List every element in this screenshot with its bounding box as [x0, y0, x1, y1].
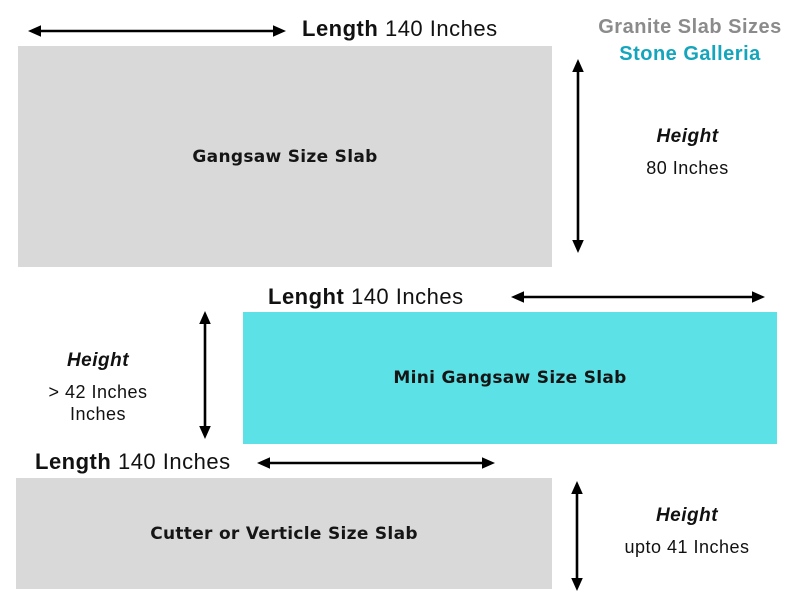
length-word: Lenght — [268, 284, 345, 309]
gangsaw-height-arrow-icon — [572, 59, 584, 253]
mini-gangsaw-slab: Mini Gangsaw Size Slab — [243, 312, 777, 444]
height-value: 80 Inches — [646, 158, 729, 178]
cutter-height-label: Height upto 41 Inches — [612, 505, 762, 558]
length-value: 140 Inches — [384, 16, 498, 41]
height-value: > 42 Inches — [48, 382, 148, 402]
cutter-length-arrow-icon — [257, 457, 495, 469]
length-word: Length — [35, 449, 112, 474]
cutter-slab-label: Cutter or Verticle Size Slab — [150, 523, 418, 544]
length-value: 140 Inches — [117, 449, 231, 474]
mini-gangsaw-slab-label: Mini Gangsaw Size Slab — [393, 368, 627, 388]
cutter-height-arrow-icon — [571, 481, 583, 591]
mini-gangsaw-length-arrow-icon — [511, 291, 765, 303]
brand-title: Granite Slab Sizes — [598, 16, 782, 38]
length-value: 140 Inches — [350, 284, 464, 309]
cutter-slab: Cutter or Verticle Size Slab — [16, 478, 552, 589]
height-word: Height — [655, 505, 719, 526]
gangsaw-slab-label: Gangsaw Size Slab — [192, 146, 378, 167]
gangsaw-length-arrow-icon — [28, 25, 286, 37]
gangsaw-slab: Gangsaw Size Slab — [18, 46, 552, 267]
length-word: Length — [302, 16, 379, 41]
gangsaw-height-label: Height 80 Inches — [615, 126, 760, 179]
height-value: upto 41 Inches — [624, 537, 750, 557]
gangsaw-length-label: Length 140 Inches — [302, 16, 498, 42]
height-word: Height — [656, 126, 719, 147]
mini-gangsaw-height-label: Height > 42 Inches Inches — [25, 350, 171, 425]
brand-subtitle: Stone Galleria — [619, 43, 761, 65]
height-word: Height — [66, 350, 130, 371]
mini-gangsaw-height-arrow-icon — [199, 311, 211, 439]
mini-gangsaw-length-label: Lenght 140 Inches — [268, 284, 464, 310]
height-value-2: Inches — [69, 404, 127, 424]
cutter-length-label: Length 140 Inches — [35, 449, 231, 475]
